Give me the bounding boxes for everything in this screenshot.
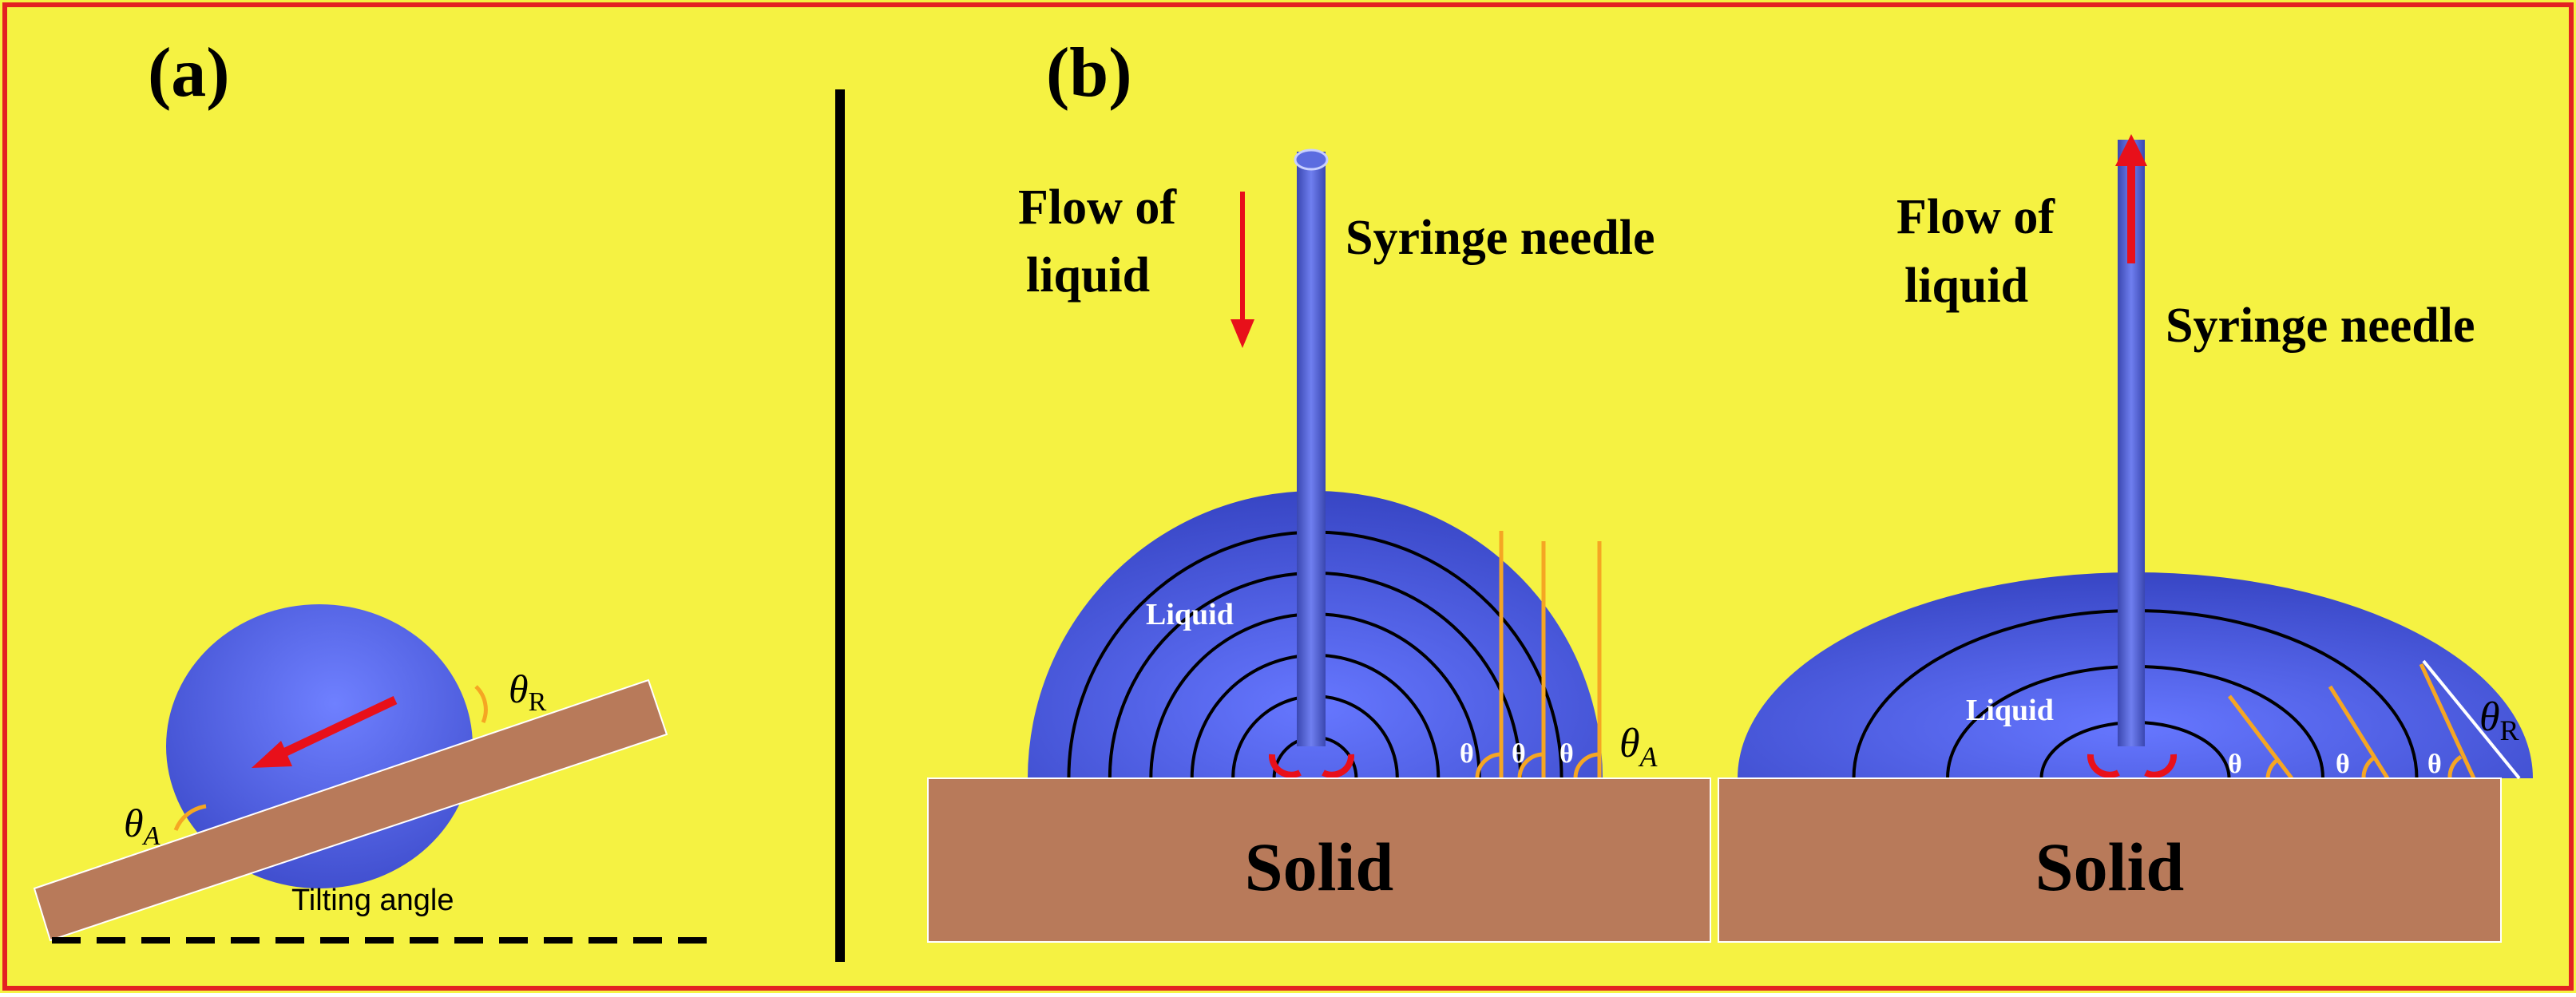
advancing-measurement: θ θ θ θA Liquid Flow of liquid Syringe n… xyxy=(927,148,1711,943)
theta-advancing-label: θA xyxy=(124,801,161,851)
receding-tangent-line-2 xyxy=(2328,685,2390,780)
advancing-flow-label-line2: liquid xyxy=(1026,248,1150,303)
receding-angle-arc-2 xyxy=(2361,756,2375,779)
receding-contact-tangent xyxy=(2422,659,2521,780)
receding-tangent-line-1 xyxy=(2228,694,2293,780)
advancing-angle-arc-1 xyxy=(1475,752,1502,779)
receding-needle-label: Syringe needle xyxy=(2166,299,2475,353)
advancing-liquid-label: Liquid xyxy=(1146,598,1234,631)
advancing-solid-label: Solid xyxy=(1245,829,1393,905)
advancing-theta-small-3: θ xyxy=(1559,739,1574,769)
slide-direction-arrow xyxy=(273,696,398,761)
advancing-theta-small-2: θ xyxy=(1512,739,1526,769)
receding-angle-arc xyxy=(474,685,488,724)
advancing-angle-arc-3 xyxy=(1573,752,1600,779)
advancing-needle-label: Syringe needle xyxy=(1345,211,1655,265)
receding-flow-arrow-head xyxy=(2115,134,2147,166)
advancing-solid-surface xyxy=(927,777,1711,943)
receding-theta-small-3: θ xyxy=(2427,750,2442,779)
receding-theta-label: θR xyxy=(2479,694,2519,746)
receding-flow-label-line2: liquid xyxy=(1904,259,2028,313)
receding-tangent-line-3 xyxy=(2419,663,2476,780)
advancing-flow-arrow-head xyxy=(1231,319,1254,348)
tilted-solid-plate xyxy=(33,679,668,942)
receding-angle-arc-3 xyxy=(2447,754,2463,779)
advancing-flow-curl-right xyxy=(1322,754,1355,778)
panel-a: (a) θA θR Tilting angle xyxy=(33,34,707,944)
advancing-theta-small-1: θ xyxy=(1460,739,1474,769)
receding-solid-surface xyxy=(1718,777,2502,943)
theta-receding-label: θR xyxy=(509,667,547,717)
panel-b-label: (b) xyxy=(1046,34,1132,112)
advancing-flow-curl-left xyxy=(1268,754,1302,778)
advancing-theta-label: θA xyxy=(1619,721,1659,773)
receding-angle-arc-1 xyxy=(2265,758,2279,779)
receding-flow-label-line1: Flow of xyxy=(1896,190,2055,244)
advancing-needle-tip xyxy=(1294,148,1329,171)
receding-measurement: θ θ θ θR Liquid Flow of liquid Syringe n… xyxy=(1718,134,2533,943)
receding-solid-label: Solid xyxy=(2035,829,2184,905)
advancing-angle-arc xyxy=(173,804,207,832)
advancing-angle-arc-2 xyxy=(1517,752,1544,779)
receding-flow-curl-left xyxy=(2087,754,2120,778)
receding-flow-curl-right xyxy=(2144,754,2178,778)
receding-theta-small-1: θ xyxy=(2228,750,2242,779)
receding-theta-small-2: θ xyxy=(2336,750,2350,779)
slide-arrow-head xyxy=(252,741,292,768)
panel-a-label: (a) xyxy=(148,34,230,112)
panel-b: (b) θ θ θ θA Liquid Flow of xyxy=(927,34,2533,943)
receding-liquid-label: Liquid xyxy=(1966,694,2054,727)
tilting-angle-label: Tilting angle xyxy=(291,884,454,917)
advancing-syringe-needle xyxy=(1297,152,1326,746)
advancing-flow-label-line1: Flow of xyxy=(1018,180,1177,235)
